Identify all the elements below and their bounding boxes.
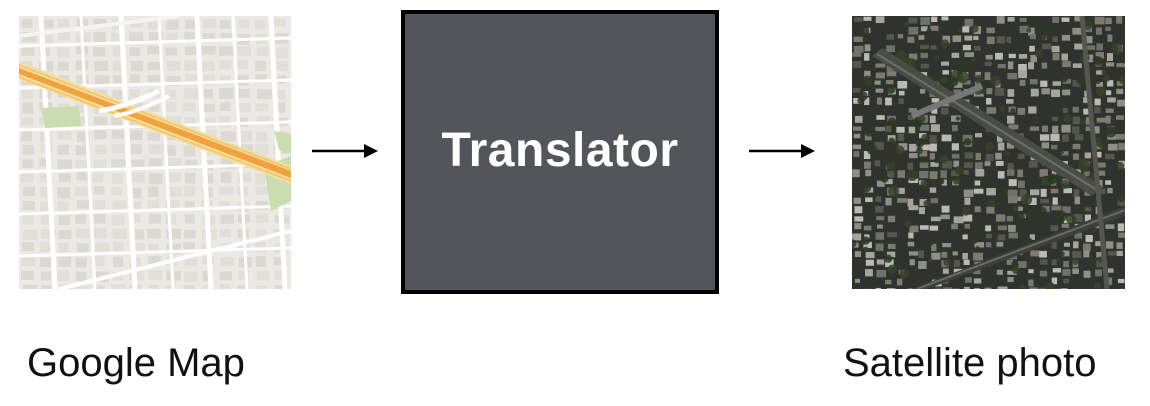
right-arrow-icon: [312, 140, 378, 167]
right-arrow-icon: [749, 140, 815, 167]
google-map-image: [19, 16, 291, 289]
map-illustration: [19, 16, 291, 289]
satellite-photo-image: [852, 16, 1125, 289]
translator-box: Translator: [401, 10, 719, 294]
translator-label: Translator: [441, 123, 679, 177]
satellite-illustration: [852, 16, 1125, 289]
output-caption: Satellite photo: [843, 341, 1097, 385]
input-caption: Google Map: [27, 341, 245, 385]
